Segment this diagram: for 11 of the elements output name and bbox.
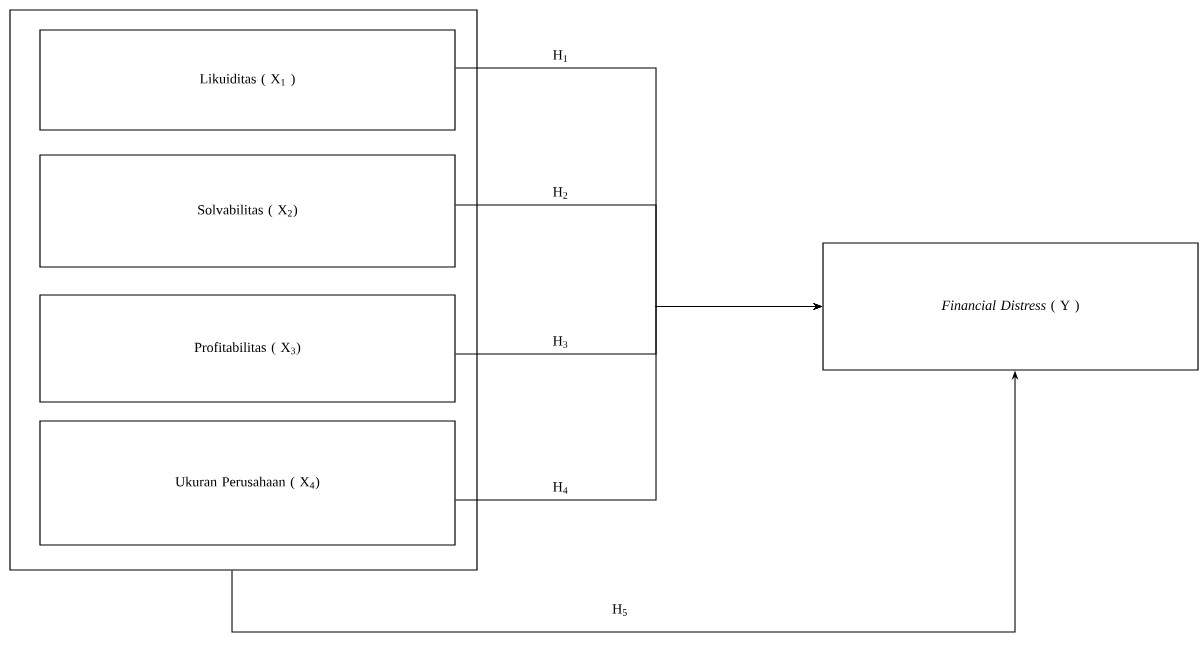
variable-box: Likuiditas ( X$_{1}$ ): [39, 29, 456, 131]
variable-box: Ukuran Perusahaan ( X$_{4}$): [39, 420, 456, 546]
edge-label: H$_{2}$: [551, 186, 570, 200]
variable-box: Financial Distress ( Y ): [822, 242, 1199, 371]
variable-box: Profitabilitas ( X$_{3}$): [39, 294, 456, 403]
edge-label: H$_{5}$: [610, 602, 630, 618]
edge-label: H$_{4}$: [551, 481, 570, 495]
edge-label: H$_{3}$: [551, 334, 570, 350]
variable-box: Solvabilitas ( X$_{2}$): [39, 154, 456, 268]
edge-label: H$_{1}$: [551, 49, 570, 63]
outer-box: [9, 9, 478, 571]
